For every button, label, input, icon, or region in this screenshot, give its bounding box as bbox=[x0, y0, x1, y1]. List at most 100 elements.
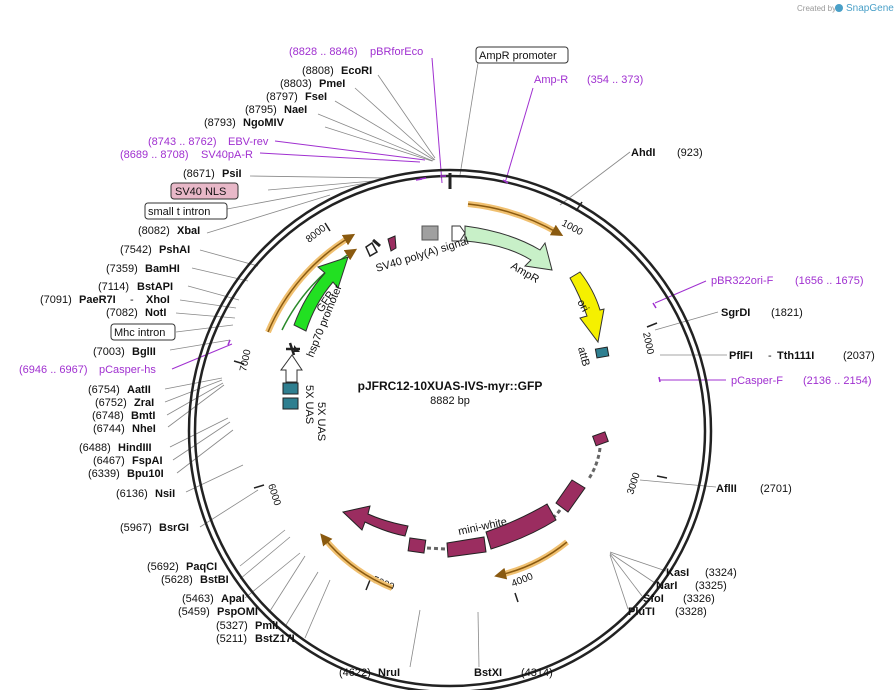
ampr-promoter-feature bbox=[421, 225, 439, 241]
site-name: BamHI bbox=[145, 263, 180, 275]
site-name-xhoi: XhoI bbox=[146, 294, 170, 306]
small-t-intron-label: small t intron bbox=[148, 206, 210, 218]
primer-pbr322ori-f-range: (1656 .. 1675) bbox=[795, 275, 864, 287]
site-name: PshAI bbox=[159, 244, 190, 256]
mini-white-exon-1 bbox=[592, 431, 609, 447]
site-name-tth111i: Tth111I bbox=[777, 350, 814, 362]
site-name: BsrGI bbox=[159, 522, 189, 534]
site-pos: (5211) bbox=[216, 633, 247, 645]
site-name: NarI bbox=[656, 580, 677, 592]
site-pos: (5459) bbox=[178, 606, 210, 618]
site-pos: (7003) bbox=[93, 346, 125, 358]
site-name: NruI bbox=[378, 667, 400, 679]
restriction-sites-left: (8808)EcoRI (8803)PmeI (8797)FseI (8795)… bbox=[40, 65, 400, 679]
site-pos: (5692) bbox=[147, 561, 179, 573]
ori-feature bbox=[569, 271, 605, 344]
site-name: HindIII bbox=[118, 442, 152, 454]
scale-ticks bbox=[233, 201, 668, 603]
site-name: FspAI bbox=[132, 455, 163, 467]
feature-label-attb: attB bbox=[575, 346, 592, 368]
site-pos: (3326) bbox=[683, 593, 715, 605]
site-name: NaeI bbox=[284, 104, 307, 116]
hsp70-promoter-mark bbox=[286, 342, 300, 356]
site-name: SfoI bbox=[643, 593, 664, 605]
tick-label-8000: 8000 bbox=[304, 223, 329, 246]
primer-pcasper-f-range: (2136 .. 2154) bbox=[803, 375, 872, 387]
site-pos: (923) bbox=[677, 147, 703, 159]
primer-pbrforeco-range: (8828 .. 8846) bbox=[289, 46, 358, 58]
site-pos: (7082) bbox=[106, 307, 138, 319]
svg-text:-: - bbox=[130, 294, 134, 306]
site-pos: (6339) bbox=[88, 468, 120, 480]
mhc-intron-box bbox=[110, 323, 176, 341]
site-name: BmtI bbox=[131, 410, 155, 422]
site-name: BstXI bbox=[474, 667, 502, 679]
primer-marks bbox=[227, 175, 661, 383]
sv40-polya-mark bbox=[372, 238, 381, 248]
site-name: BglII bbox=[132, 346, 156, 358]
site-pos: (4622) bbox=[339, 667, 371, 679]
ampr-feature bbox=[464, 225, 553, 271]
site-pos: (3324) bbox=[705, 567, 737, 579]
site-name: AatII bbox=[127, 384, 151, 396]
site-name: PaeR7I bbox=[79, 294, 116, 306]
ampr-promoter-box bbox=[475, 46, 569, 64]
mini-white-intron-3 bbox=[426, 546, 446, 551]
backbone-outer bbox=[187, 168, 713, 690]
site-pos: (7542) bbox=[120, 244, 152, 256]
site-name: BstBI bbox=[200, 574, 229, 586]
site-pos: (6744) bbox=[93, 423, 125, 435]
uas-feature-1 bbox=[282, 382, 299, 395]
site-pos: (3328) bbox=[675, 606, 707, 618]
site-pos: (5628) bbox=[161, 574, 193, 586]
mini-white-exon-3 bbox=[485, 503, 557, 550]
site-name: ZraI bbox=[134, 397, 154, 409]
tick-label-1000: 1000 bbox=[560, 218, 585, 238]
site-name: BstAPI bbox=[137, 281, 173, 293]
site-pos: (6136) bbox=[116, 488, 148, 500]
site-name: NotI bbox=[145, 307, 166, 319]
feature-label-uas-1: 5X UAS bbox=[303, 385, 315, 424]
site-pos: (1821) bbox=[771, 307, 803, 319]
site-name: PflFI bbox=[729, 350, 753, 362]
site-name: NgoMIV bbox=[243, 117, 285, 129]
primer-sv40pa-r-range: (8689 .. 8708) bbox=[120, 149, 189, 161]
mini-white-exon-4 bbox=[446, 536, 487, 558]
site-pos: (5327) bbox=[216, 620, 248, 632]
primer-leader-lines bbox=[171, 57, 726, 381]
ampr-promoter-label: AmpR promoter bbox=[479, 50, 557, 62]
site-pos: (7091) bbox=[40, 294, 72, 306]
site-pos: (6748) bbox=[92, 410, 124, 422]
site-name: BstZ17I bbox=[255, 633, 295, 645]
primer-ebv-rev-name: EBV-rev bbox=[228, 136, 269, 148]
restriction-sites-right: AhdI(923) SgrDI(1821) PflFI -Tth111I (20… bbox=[474, 147, 875, 679]
site-name: PaqCI bbox=[186, 561, 217, 573]
sv40-nls-feature bbox=[387, 235, 397, 252]
site-pos: (7114) bbox=[98, 281, 129, 293]
primer-pbrforeco-name: pBRforEco bbox=[370, 46, 423, 58]
site-name: SgrDI bbox=[721, 307, 750, 319]
site-name: KasI bbox=[666, 567, 689, 579]
site-pos: (6467) bbox=[93, 455, 125, 467]
site-pos: (8671) bbox=[183, 168, 215, 180]
feature-shapes bbox=[280, 225, 610, 558]
primer-pcasper-hs-range: (6946 .. 6967) bbox=[19, 364, 88, 376]
mini-white-exon-5 bbox=[407, 537, 427, 554]
site-name: Bpu10I bbox=[127, 468, 164, 480]
snapgene-logo-icon bbox=[835, 4, 843, 12]
mini-white-exon-2 bbox=[555, 479, 586, 513]
site-pos: (4314) bbox=[521, 667, 553, 679]
mhc-intron-label: Mhc intron bbox=[114, 327, 165, 339]
site-name: NheI bbox=[132, 423, 156, 435]
primer-sv40pa-r-name: SV40pA-R bbox=[201, 149, 253, 161]
primer-pbr322ori-f-name: pBR322ori-F bbox=[711, 275, 774, 287]
site-pos: (8793) bbox=[204, 117, 236, 129]
site-name: AhdI bbox=[631, 147, 655, 159]
attb-feature bbox=[594, 346, 610, 359]
site-pos: (6488) bbox=[79, 442, 111, 454]
site-name: NsiI bbox=[155, 488, 175, 500]
primer-amp-r-range: (354 .. 373) bbox=[587, 74, 643, 86]
site-pos: (8803) bbox=[280, 78, 312, 90]
hsp70-promoter-feature bbox=[280, 354, 303, 383]
primer-pcasper-f-name: pCasper-F bbox=[731, 375, 783, 387]
